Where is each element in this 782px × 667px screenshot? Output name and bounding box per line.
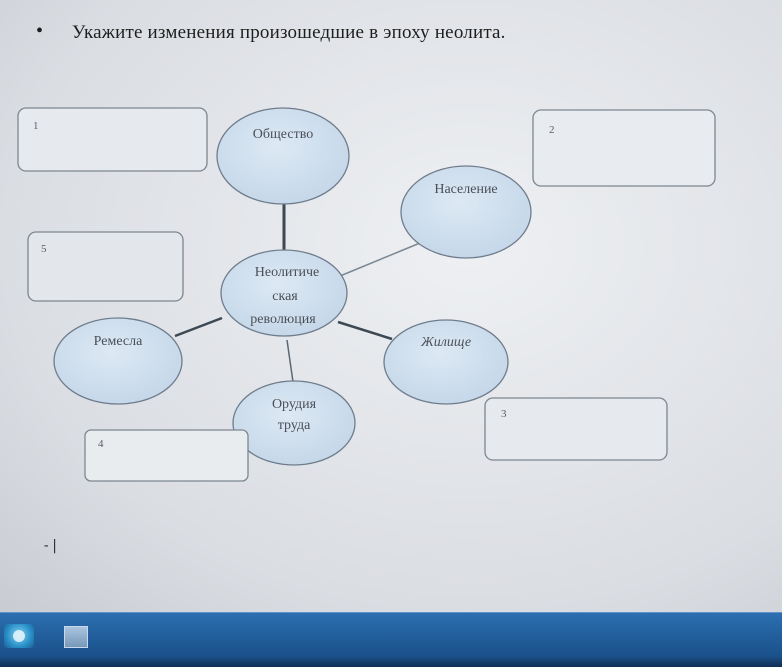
- window-app-icon[interactable]: [64, 626, 88, 648]
- answer-box-4[interactable]: [84, 429, 249, 482]
- taskbar-shadow: [0, 656, 782, 667]
- node-tools-label-line2: труда: [278, 418, 311, 433]
- answer-box-2-number: 2: [549, 124, 555, 136]
- neolithic-diagram: 1 2 5 3 Общество Население Ремесла Жилищ…: [17, 107, 716, 482]
- answer-box-2[interactable]: [532, 109, 716, 187]
- answer-box-5-number: 5: [41, 243, 47, 255]
- node-tools-label-line1: Орудия: [272, 397, 317, 412]
- node-crafts-label: Ремесла: [94, 334, 143, 349]
- node-center: [220, 249, 348, 337]
- connector-crafts: [174, 316, 223, 338]
- start-orb-icon[interactable]: [4, 624, 34, 648]
- text-cursor: -|: [42, 538, 59, 554]
- bullet-point: •: [36, 20, 44, 42]
- node-housing: [383, 319, 509, 405]
- center-label-line2: ская: [272, 289, 298, 304]
- node-society-label: Общество: [253, 127, 313, 142]
- center-label-line3: революция: [250, 312, 316, 327]
- center-label-line1: Неолитиче: [255, 265, 319, 280]
- answer-box-3-number: 3: [501, 408, 507, 420]
- node-population: [400, 165, 532, 259]
- answer-box-1[interactable]: [17, 107, 208, 172]
- answer-box-1-number: 1: [33, 120, 39, 132]
- node-tools: [232, 380, 356, 466]
- node-housing-label: Жилище: [420, 335, 471, 350]
- answer-box-3[interactable]: [484, 397, 668, 461]
- answer-box-5[interactable]: [27, 231, 184, 302]
- connector-housing: [337, 320, 393, 341]
- node-population-label: Население: [434, 182, 497, 197]
- answer-box-4-number: 4: [98, 438, 104, 450]
- connector-population: [339, 242, 421, 277]
- taskbar: [0, 612, 782, 667]
- document-page: • Укажите изменения произошедшие в эпоху…: [0, 0, 782, 612]
- question-text: Укажите изменения произошедшие в эпоху н…: [72, 22, 506, 43]
- node-society: [216, 107, 350, 205]
- node-crafts: [53, 317, 183, 405]
- connector-tools: [286, 339, 294, 383]
